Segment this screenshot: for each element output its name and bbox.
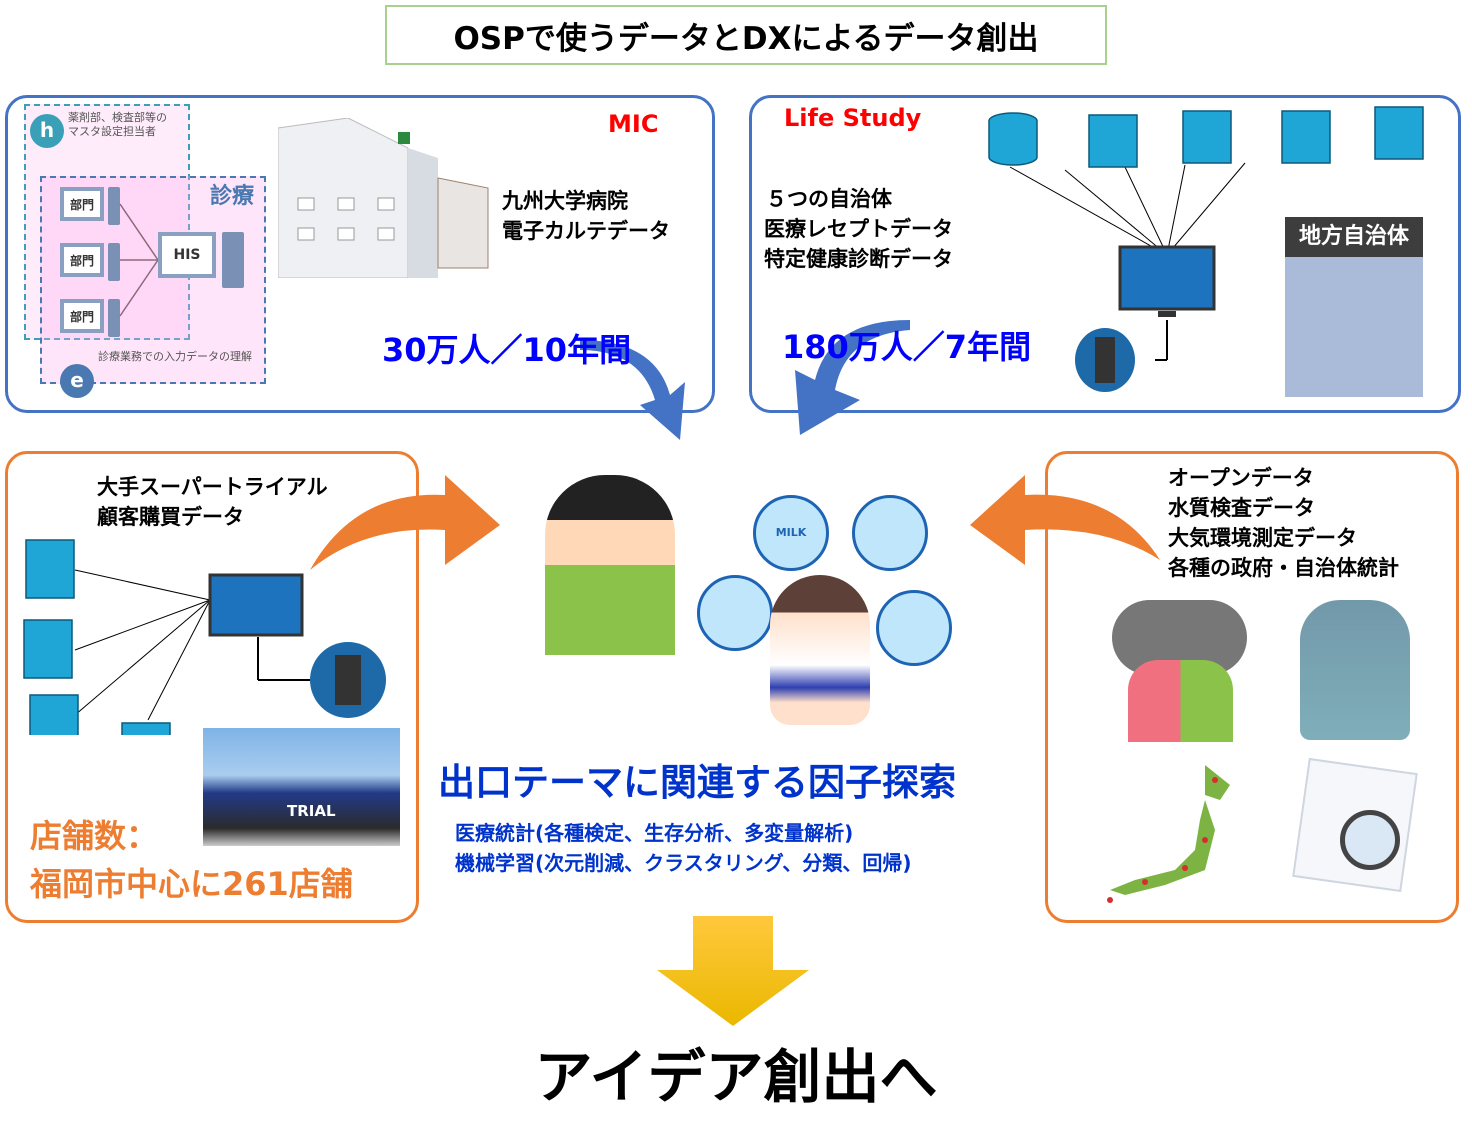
magnifier-icon [1340, 810, 1400, 870]
life-line3: 特定健康診断データ [764, 247, 953, 271]
page-title: OSPで使うデータとDXによるデータ創出 [385, 5, 1107, 65]
dept-monitor: 部門 [60, 243, 104, 277]
life-network-diagram [1009, 162, 1246, 392]
water-inspector-illustration [1300, 600, 1410, 740]
open-line4: 各種の政府・自治体統計 [1168, 556, 1399, 580]
idea-creation-text: アイデア創出へ [534, 1043, 938, 1111]
life-line2: 医療レセプトデータ [764, 217, 953, 241]
store-count-line1: 店舗数： [30, 817, 159, 855]
mic-count: 30万人／10年間 [382, 331, 632, 369]
analysis-methods: 医療統計(各種検定、生存分析、多変量解析) 機械学習(次元削減、クラスタリング、… [455, 818, 911, 878]
his-monitor: HIS [158, 232, 216, 278]
japan-map-illustration [1107, 765, 1230, 903]
open-line3: 大気環境測定データ [1168, 526, 1357, 550]
milk-allergen-icon: MILK [753, 495, 829, 571]
database-icons [988, 106, 1424, 168]
store-count-line2: 福岡市中心に261店舗 [30, 865, 353, 903]
food-allergy-child-illustration [770, 575, 870, 725]
dept-monitor: 部門 [60, 187, 104, 221]
mic-flow-arrow [580, 340, 685, 440]
trial-flow-arrow [310, 475, 500, 570]
ehr-data-label: 電子カルテデータ [502, 219, 670, 243]
trial-line1: 大手スーパートライアル [97, 475, 328, 499]
life-flow-arrow [795, 320, 910, 435]
trial-store-photo: TRIAL [203, 728, 400, 846]
dept-links [119, 203, 159, 317]
dept-monitor: 部門 [60, 299, 104, 333]
hay-fever-person-illustration [545, 475, 675, 655]
hospital-name: 九州大学病院 [502, 189, 628, 213]
role-top-line2: マスタ設定担当者 [68, 125, 156, 138]
store-count-text: 店舗数： 福岡市中心に261店舗 [30, 812, 353, 908]
dept-tower-icon [108, 243, 120, 281]
open-line2: 水質検査データ [1168, 496, 1315, 520]
shrimp-allergen-icon [697, 575, 773, 651]
open-flow-arrow [970, 475, 1160, 565]
method-machine-learning: 機械学習(次元削減、クラスタリング、分類、回帰) [455, 851, 912, 875]
hospital-building-image [278, 118, 489, 278]
municipal-building-sign: 地方自治体 [1285, 217, 1423, 257]
municipal-building-image [1285, 257, 1423, 397]
life-study-label: Life Study [784, 104, 922, 132]
life-line1: ５つの自治体 [766, 187, 892, 211]
method-statistics: 医療統計(各種検定、生存分析、多変量解析) [455, 821, 854, 845]
children-illustration [1128, 660, 1233, 742]
trial-network-diagram [23, 539, 386, 735]
open-line1: オープンデータ [1168, 466, 1314, 490]
mic-label: MIC [608, 110, 659, 138]
dept-tower-icon [108, 187, 120, 225]
his-tower-icon [222, 232, 244, 288]
trial-line2: 顧客購買データ [97, 505, 244, 529]
clinician-person-icon: e [60, 364, 94, 398]
wheat-allergen-icon [876, 590, 952, 666]
down-arrow-icon [657, 916, 809, 1026]
clinical-label: 診療 [210, 184, 255, 209]
analysis-title: 出口テーマに関連する因子探索 [438, 761, 956, 804]
store-sign: TRIAL [287, 802, 336, 820]
role-top-line1: 薬剤部、検査部等の [68, 111, 167, 124]
role-bottom-text: 診療業務での入力データの理解 [98, 350, 252, 363]
dept-tower-icon [108, 299, 120, 337]
master-person-icon: h [30, 114, 64, 148]
life-count: 180万人／7年間 [782, 328, 1032, 366]
egg-allergen-icon [852, 495, 928, 571]
